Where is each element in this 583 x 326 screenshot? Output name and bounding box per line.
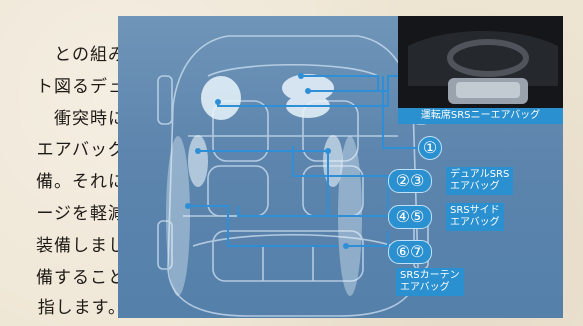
body-text-line: ト図るデュ	[36, 77, 126, 97]
steering-column-image	[398, 16, 563, 124]
car-blueprint	[157, 35, 429, 317]
leader-dots	[185, 73, 349, 249]
body-text-line: 指します。	[37, 298, 126, 318]
marker-1: ①	[418, 136, 442, 160]
body-text-line: との組み	[54, 45, 126, 65]
body-text-line: エアバッグ	[36, 140, 126, 160]
tag-srs-curtain: SRSカーテン エアバッグ	[396, 268, 464, 296]
body-text-line: 備。それに	[36, 172, 126, 192]
airbag-diagram: 運転席SRSニーエアバッグ ① ②③ ④⑤ ⑥⑦ デュアルSRS エアバッグ S…	[118, 16, 563, 318]
body-text-line: 装備しまし	[36, 236, 126, 256]
knee-airbag-photo	[398, 16, 563, 124]
tag-srs-side: SRSサイド エアバッグ	[446, 203, 504, 231]
marker-6-7: ⑥⑦	[388, 240, 432, 264]
marker-4-5: ④⑤	[388, 205, 432, 229]
marker-2-3: ②③	[388, 169, 432, 193]
body-text-line: 備すること	[36, 268, 126, 288]
body-text-line: ージを軽減	[36, 204, 126, 224]
body-text-line: 衝突時に	[54, 109, 126, 129]
airbag-shapes	[166, 74, 362, 296]
photo-caption: 運転席SRSニーエアバッグ	[398, 108, 563, 124]
body-text-column: との組み ト図るデュ 衝突時に エアバッグ 備。それに ージを軽減 装備しまし …	[0, 0, 126, 326]
tag-dual-srs: デュアルSRS エアバッグ	[446, 167, 514, 195]
